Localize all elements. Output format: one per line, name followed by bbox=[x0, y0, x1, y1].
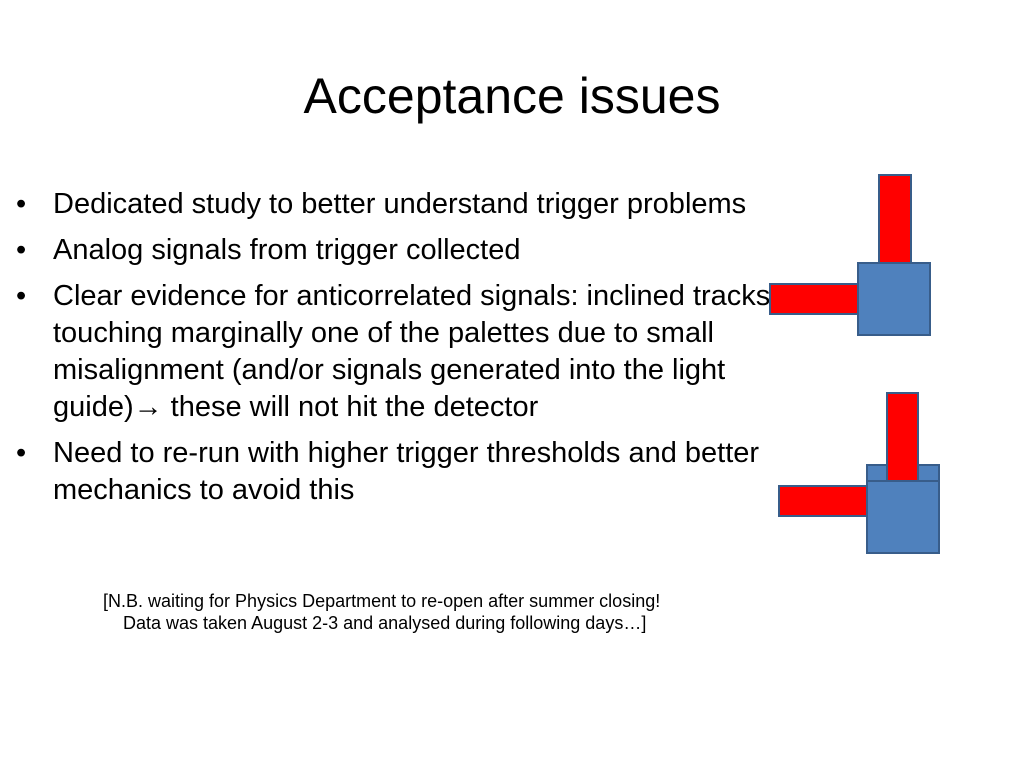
bullet-text-continued: these will not hit the detector bbox=[162, 391, 539, 423]
vertical-palette bbox=[886, 392, 919, 482]
horizontal-palette bbox=[769, 283, 863, 315]
detector-figure bbox=[760, 170, 960, 570]
bullet-text: Need to re-run with higher trigger thres… bbox=[53, 437, 760, 506]
vertical-palette bbox=[878, 174, 912, 266]
bullet-text: Dedicated study to better understand tri… bbox=[53, 188, 747, 220]
bullet-text: Analog signals from trigger collected bbox=[53, 234, 521, 266]
bullet-list: • Dedicated study to better understand t… bbox=[14, 186, 784, 518]
footnote-line-1: [N.B. waiting for Physics Department to … bbox=[103, 591, 661, 611]
detector-diagram bbox=[769, 174, 940, 554]
bullet-dot: • bbox=[16, 234, 27, 266]
footnote-line-2: Data was taken August 2-3 and analysed d… bbox=[123, 613, 647, 633]
configuration-aligned bbox=[769, 174, 931, 336]
configuration-misaligned bbox=[778, 392, 940, 554]
detector-block bbox=[857, 262, 931, 336]
bullet-dot: • bbox=[16, 437, 27, 469]
bullet-dot: • bbox=[16, 188, 27, 220]
slide-title: Acceptance issues bbox=[303, 68, 721, 124]
bullet-item: • Need to re-run with higher trigger thr… bbox=[14, 435, 784, 509]
bullet-item: • Clear evidence for anticorrelated sign… bbox=[14, 278, 784, 426]
bullet-dot: • bbox=[16, 280, 27, 312]
footnote: [N.B. waiting for Physics Department to … bbox=[103, 590, 783, 634]
bullet-text: Clear evidence for anticorrelated signal… bbox=[53, 280, 771, 423]
detector-block-front bbox=[866, 480, 940, 554]
bullet-item: • Dedicated study to better understand t… bbox=[14, 186, 784, 223]
arrow-right-icon: → bbox=[133, 391, 163, 423]
bullet-item: • Analog signals from trigger collected bbox=[14, 232, 784, 269]
horizontal-palette bbox=[778, 485, 870, 517]
